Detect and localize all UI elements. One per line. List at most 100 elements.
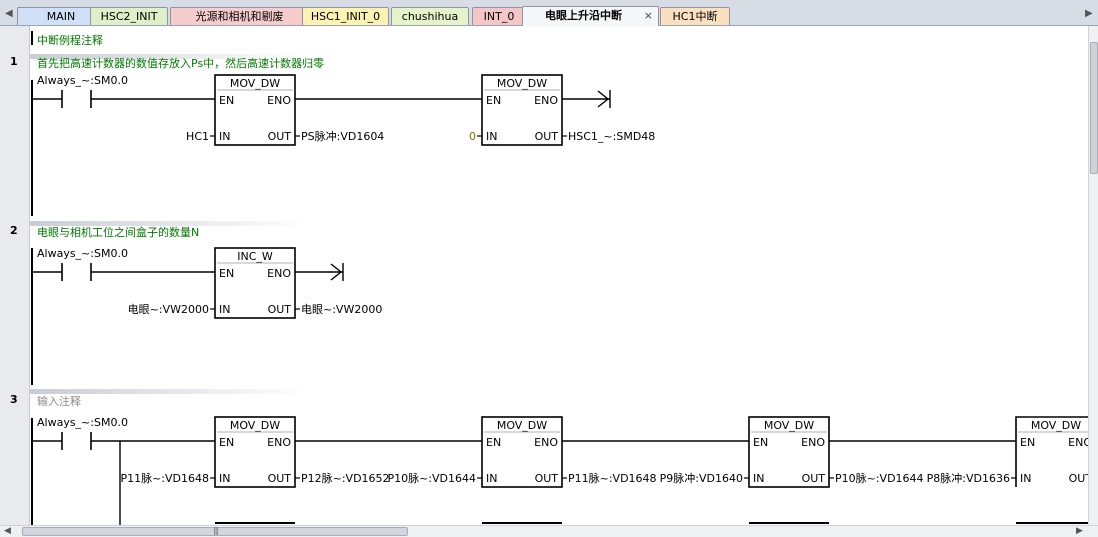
- tab-label: chushihua: [401, 10, 459, 23]
- in-operand[interactable]: P11脉~:VD1648: [120, 471, 209, 485]
- network-1-rung: Always_~:SM0.0 MOV_DW EN ENO IN OUT HC1 PS脉冲:VD…: [33, 74, 655, 146]
- tab-1[interactable]: MAIN: [17, 7, 105, 25]
- instruction-box[interactable]: [748, 416, 830, 488]
- tab-label: HSC1_INIT_0: [310, 10, 381, 23]
- tab-close-icon[interactable]: ×: [643, 9, 653, 22]
- instruction-title: INC_W: [237, 250, 273, 263]
- in-pin: IN: [486, 472, 497, 485]
- instruction-box[interactable]: [1015, 416, 1088, 487]
- en-pin: EN: [1020, 436, 1035, 449]
- power-rail: [31, 80, 33, 216]
- tab-6[interactable]: INT_0: [472, 7, 526, 25]
- scroll-grip-icon: |||: [213, 526, 219, 535]
- tab-4[interactable]: HSC1_INIT_0: [302, 7, 389, 25]
- network-number[interactable]: 2: [10, 224, 18, 237]
- out-pin: OUT: [268, 472, 292, 485]
- scroll-left-icon[interactable]: ◀: [4, 526, 11, 536]
- network-separator: [29, 221, 309, 226]
- horizontal-scrollbar[interactable]: ◀ ||| ▶: [0, 525, 1098, 537]
- eno-pin: ENO: [534, 94, 558, 107]
- out-pin: OUT: [535, 130, 559, 143]
- out-operand[interactable]: 电眼~:VW2000: [301, 303, 382, 316]
- out-operand[interactable]: P12脉~:VD1652: [301, 471, 390, 485]
- out-operand[interactable]: HSC1_~:SMD48: [568, 130, 655, 143]
- instruction-title: MOV_DW: [230, 77, 280, 90]
- network-separator: [29, 389, 309, 394]
- in-operand[interactable]: 电眼~:VW2000: [128, 303, 209, 316]
- network-separator: [29, 54, 309, 59]
- scroll-right-icon[interactable]: ▶: [1076, 526, 1083, 536]
- network-number[interactable]: 1: [10, 55, 18, 68]
- vertical-scrollbar[interactable]: [1088, 26, 1098, 525]
- rung-end-arrow-icon: [330, 263, 343, 281]
- en-pin: EN: [219, 94, 234, 107]
- in-pin: IN: [486, 130, 497, 143]
- tab-5[interactable]: chushihua: [391, 7, 469, 25]
- instruction-title: MOV_DW: [497, 419, 547, 432]
- tab-scroll-right-icon[interactable]: ▶: [1085, 8, 1093, 19]
- network-3-rung: Always_~:SM0.0 MOV_DW EN ENO IN OUT P11脉~:VD16…: [33, 416, 1088, 525]
- in-operand[interactable]: 0: [469, 130, 476, 143]
- in-pin: IN: [219, 130, 230, 143]
- instruction-box[interactable]: [214, 247, 296, 319]
- contact-label[interactable]: Always_~:SM0.0: [37, 416, 128, 429]
- eno-pin: ENO: [267, 436, 291, 449]
- in-operand[interactable]: P8脉冲:VD1636: [927, 471, 1010, 485]
- tab-label: 光源和相机和剔废: [195, 10, 284, 23]
- in-pin: IN: [753, 472, 764, 485]
- in-operand[interactable]: P9脉冲:VD1640: [660, 471, 743, 485]
- tab-3[interactable]: 光源和相机和剔废: [170, 7, 309, 25]
- out-pin: OUT: [535, 472, 559, 485]
- in-operand[interactable]: HC1: [186, 130, 209, 143]
- instruction-box[interactable]: [214, 416, 296, 488]
- eno-pin: ENO: [267, 94, 291, 107]
- network-comment[interactable]: 首先把高速计数器的数值存放入Ps中，然后高速计数器归零: [37, 57, 325, 70]
- en-pin: EN: [753, 436, 768, 449]
- program-comment[interactable]: 中断例程注释: [37, 34, 103, 47]
- power-rail: [31, 418, 33, 525]
- eno-pin: ENO: [267, 267, 291, 280]
- text-cursor: [31, 31, 33, 45]
- out-operand[interactable]: P11脉~:VD1648: [568, 471, 657, 485]
- out-pin: OUT: [268, 130, 292, 143]
- instruction-title: MOV_DW: [764, 419, 814, 432]
- instruction-box[interactable]: [481, 74, 563, 146]
- tab-label: 电眼上升沿中断: [545, 9, 622, 22]
- network-comment[interactable]: 电眼与相机工位之间盒子的数量N: [37, 226, 200, 239]
- network-gutter: [0, 26, 30, 525]
- out-operand[interactable]: PS脉冲:VD1604: [301, 129, 384, 143]
- out-operand[interactable]: P10脉~:VD1644: [835, 471, 924, 485]
- en-pin: EN: [486, 94, 501, 107]
- rung-end-arrow-icon: [597, 90, 610, 108]
- network-number[interactable]: 3: [10, 393, 18, 406]
- tab-8[interactable]: HC1中断: [660, 7, 730, 25]
- en-pin: EN: [486, 436, 501, 449]
- contact-label[interactable]: Always_~:SM0.0: [37, 247, 128, 260]
- instruction-box[interactable]: [214, 74, 296, 146]
- tab-label: HC1中断: [672, 10, 718, 23]
- network-comment[interactable]: 输入注释: [37, 395, 81, 408]
- network-2-rung: Always_~:SM0.0 INC_WEN ENO IN OUT 电眼~:VW2000 电…: [33, 247, 382, 319]
- out-pin: OUT: [802, 472, 826, 485]
- out-pin: OUT: [268, 303, 292, 316]
- ladder-editor[interactable]: 中断例程注释 1 首先把高速计数器的数值存放入Ps中，然后高速计数器归零 Alway…: [0, 26, 1088, 525]
- instruction-title: MOV_DW: [1031, 419, 1081, 432]
- in-pin: IN: [1020, 472, 1031, 485]
- in-pin: IN: [219, 472, 230, 485]
- tab-scroll-left-icon[interactable]: ◀: [5, 8, 13, 19]
- instruction-title: MOV_DW: [497, 77, 547, 90]
- eno-pin: ENO: [801, 436, 825, 449]
- en-pin: EN: [219, 267, 234, 280]
- in-operand[interactable]: P10脉~:VD1644: [387, 471, 476, 485]
- tab-7[interactable]: 电眼上升沿中断 ×: [522, 6, 659, 26]
- tab-label: MAIN: [46, 10, 76, 23]
- tab-label: HSC2_INIT: [100, 10, 158, 23]
- instruction-box[interactable]: [481, 416, 563, 488]
- tab-label: INT_0: [483, 10, 515, 23]
- in-pin: IN: [219, 303, 230, 316]
- contact-label[interactable]: Always_~:SM0.0: [37, 74, 128, 87]
- tab-2[interactable]: HSC2_INIT: [90, 7, 168, 25]
- eno-pin: ENO: [1068, 436, 1088, 449]
- vertical-scroll-thumb[interactable]: [1090, 42, 1098, 174]
- horizontal-scroll-thumb[interactable]: |||: [22, 526, 408, 536]
